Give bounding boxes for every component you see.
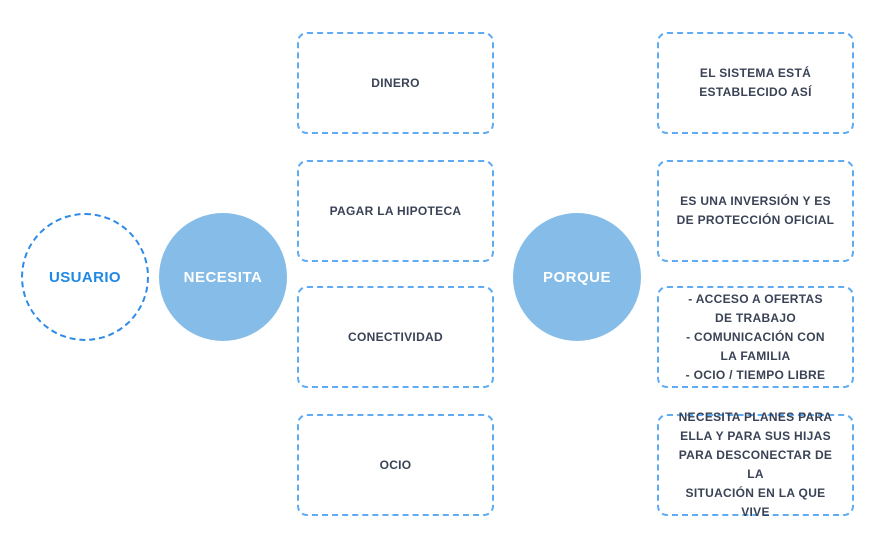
need-box-dinero: DINERO [297, 32, 494, 134]
reason-box-conectividad-detalle: - ACCESO A OFERTAS DE TRABAJO - COMUNICA… [657, 286, 854, 388]
need-box-label: DINERO [371, 75, 420, 90]
reason-box-inversion: ES UNA INVERSIÓN Y ES DE PROTECCIÓN OFIC… [657, 160, 854, 262]
need-box-hipoteca: PAGAR LA HIPOTECA [297, 160, 494, 262]
need-box-conectividad: CONECTIVIDAD [297, 286, 494, 388]
reason-box-label: ES UNA INVERSIÓN Y ES DE PROTECCIÓN OFIC… [676, 194, 835, 227]
need-box-label: PAGAR LA HIPOTECA [329, 203, 462, 218]
porque-label: PORQUE [542, 268, 611, 286]
reason-box-label: NECESITA PLANES PARA ELLA Y PARA SUS HIJ… [678, 410, 833, 519]
reason-box-planes: NECESITA PLANES PARA ELLA Y PARA SUS HIJ… [657, 410, 854, 519]
usuario-node: USUARIO [21, 213, 149, 341]
usuario-label: USUARIO [49, 268, 121, 286]
need-box-ocio: OCIO [297, 414, 494, 516]
need-box-label: CONECTIVIDAD [348, 329, 443, 344]
necesita-label: NECESITA [183, 268, 263, 286]
reason-box-label: - ACCESO A OFERTAS DE TRABAJO - COMUNICA… [685, 291, 826, 382]
porque-node: PORQUE [513, 213, 641, 341]
reason-box-label: EL SISTEMA ESTÁ ESTABLECIDO ASÍ [699, 66, 812, 99]
necesita-node: NECESITA [159, 213, 287, 341]
need-box-label: OCIO [379, 457, 412, 472]
reason-box-sistema: EL SISTEMA ESTÁ ESTABLECIDO ASÍ [657, 32, 854, 134]
